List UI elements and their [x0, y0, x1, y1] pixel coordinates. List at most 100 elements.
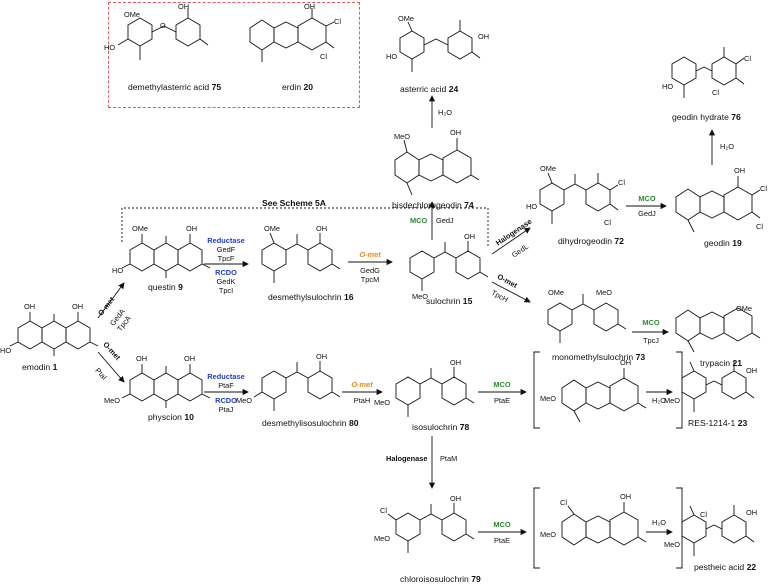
- label-asterric-acid: asterric acid 24: [400, 84, 459, 94]
- structure-monomethylsulochrin: [547, 294, 627, 343]
- structure-pestheic-acid: [681, 505, 755, 556]
- cond-geodin-mco: MCO: [638, 194, 656, 203]
- cond-intermediate-enzyme: PtaE: [493, 396, 511, 405]
- atom-9-ho: HO: [112, 266, 124, 275]
- atom-76-cl1: Cl: [744, 54, 751, 63]
- cond-intermediate-mco: MCO: [493, 380, 511, 389]
- atom-22-meo: MeO: [664, 540, 681, 549]
- cond-sulochrin-omet: O-met: [359, 250, 381, 259]
- cond-isosulochrin-omet: O-met: [351, 380, 373, 389]
- atom-72-ome: OMe: [540, 164, 557, 173]
- atom-10-meo: MeO: [104, 396, 121, 405]
- atom-75-o: O: [160, 21, 166, 30]
- cond-isosulochrin-enzyme: PtaH: [353, 396, 371, 405]
- atom-int1-meo: MeO: [540, 394, 557, 403]
- atom-15-oh: OH: [464, 232, 476, 241]
- atom-75-oh: OH: [178, 2, 190, 11]
- arrow-sulochrin-dihydrogeodin: [491, 227, 531, 255]
- cond-res-water: H₂O: [652, 396, 666, 405]
- atom-73-ome: OMe: [548, 288, 565, 297]
- structure-res-1214-1: [681, 361, 755, 412]
- label-geodin-hydrate: geodin hydrate 76: [672, 112, 741, 122]
- atom-24-oh: OH: [478, 32, 490, 41]
- structure-bisdechlorogeodin: [394, 138, 480, 196]
- atom-75-ho: HO: [104, 43, 116, 52]
- atom-72-ho: HO: [526, 202, 538, 211]
- cond-geodin-enzyme: GedJ: [638, 209, 656, 218]
- atom-int2-cl: Cl: [560, 498, 567, 507]
- atom-73-meo: MeO: [596, 288, 613, 297]
- label-questin: questin 9: [148, 282, 183, 292]
- highlight-box: [108, 2, 360, 108]
- cond-bisdechloro-enzyme: GedJ: [436, 216, 454, 225]
- structure-isosulochrin: [395, 367, 475, 417]
- label-isosulochrin: isosulochrin 78: [412, 422, 470, 432]
- cond-chloro-enzyme: PtaM: [440, 454, 458, 463]
- atom-78-meo: MeO: [374, 398, 391, 407]
- structure-erdin: [249, 8, 335, 62]
- atom-int2-oh: OH: [620, 492, 632, 501]
- atom-79-oh: OH: [450, 494, 462, 503]
- atom-22-cl: Cl: [700, 510, 707, 519]
- scheme-5a-bracket: [121, 207, 489, 248]
- atom-78-oh: OH: [450, 358, 462, 367]
- atom-74-oh: OH: [450, 128, 462, 137]
- cond-pestheic-water: H₂O: [652, 518, 666, 527]
- arrow-sulochrin-monomethylsulochrin: [491, 281, 531, 303]
- structure-dihydrogeodin: [539, 172, 619, 224]
- atom-int2-meo: MeO: [540, 530, 557, 539]
- atom-23-meo: MeO: [664, 396, 681, 405]
- cond-bisdechloro-mco: MCO: [410, 216, 428, 225]
- atom-24-ho: HO: [386, 52, 398, 61]
- label-desmethylsulochrin: desmethylsulochrin 16: [268, 292, 354, 302]
- atom-23-oh: OH: [746, 366, 758, 375]
- atom-19-cl1: Cl: [760, 184, 767, 193]
- atom-16-ome: OMe: [264, 224, 281, 233]
- arrow-emodin-questin: [97, 282, 125, 319]
- label-sulochrin: sulochrin 15: [426, 296, 473, 306]
- label-desmethylisosulochrin: desmethylisosulochrin 80: [262, 418, 359, 428]
- atom-79-meo: MeO: [374, 534, 391, 543]
- label-demethylasterric-acid: demethylasterric acid 75: [128, 82, 222, 92]
- structure-asterric-acid: [399, 20, 481, 72]
- atom-76-cl2: Cl: [712, 88, 719, 97]
- atom-1-ho: HO: [0, 346, 12, 355]
- atom-1-oh2: OH: [72, 302, 84, 311]
- label-erdin: erdin 20: [282, 82, 314, 92]
- label-trypacin: trypacin 21: [700, 358, 743, 368]
- label-res-1214-1: RES-1214-1 23: [688, 418, 748, 428]
- atom-20-cl1: Cl: [334, 17, 341, 26]
- atom-72-cl1: Cl: [618, 178, 625, 187]
- atom-19-cl2: Cl: [756, 222, 763, 231]
- atom-74-meo: MeO: [394, 132, 411, 141]
- atom-16-oh: OH: [316, 224, 328, 233]
- atom-15-meo: MeO: [412, 292, 429, 301]
- structure-sulochrin: [409, 241, 489, 291]
- cond-asterric-water: H₂O: [438, 108, 452, 117]
- atom-10-oh2: OH: [184, 354, 196, 363]
- atom-75-ome: OMe: [124, 10, 141, 19]
- structure-trypacin: [675, 307, 761, 353]
- atom-79-cl: Cl: [380, 506, 387, 515]
- atom-1-oh1: OH: [24, 302, 36, 311]
- atom-9-ome: OMe: [132, 224, 149, 233]
- cond-trypacin-mco: MCO: [642, 318, 660, 327]
- label-emodin: emodin 1: [22, 362, 58, 372]
- structure-physcion: [121, 364, 211, 408]
- structure-chloroisosulochrin: [387, 503, 475, 553]
- structure-emodin: [9, 312, 99, 356]
- atom-80-oh: OH: [316, 352, 328, 361]
- atom-10-oh1: OH: [136, 354, 148, 363]
- atom-22-oh: OH: [746, 508, 758, 517]
- cond-chloro-halogenase: Halogenase: [386, 454, 428, 463]
- label-geodin: geodin 19: [704, 238, 742, 248]
- atom-24-ome: OMe: [398, 14, 415, 23]
- atom-int1-oh: OH: [620, 358, 632, 367]
- label-chloroisosulochrin: chloroisosulochrin 79: [400, 574, 481, 584]
- label-monomethylsulochrin: monomethylsulochrin 73: [552, 352, 646, 362]
- label-pestheic-acid: pestheic acid 22: [694, 562, 757, 572]
- atom-76-ho: HO: [662, 82, 674, 91]
- label-physcion: physcion 10: [148, 412, 194, 422]
